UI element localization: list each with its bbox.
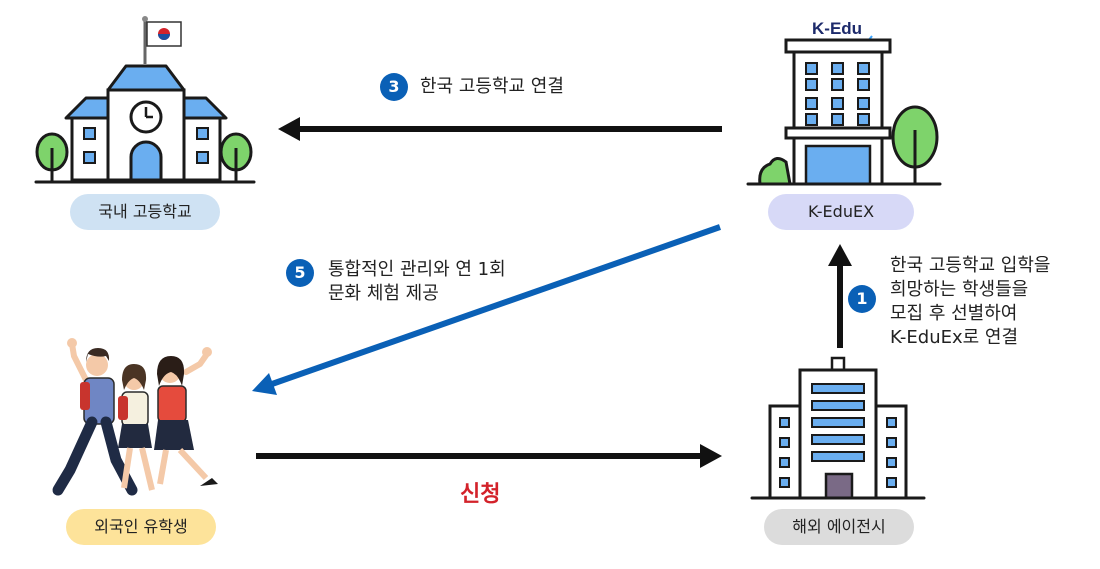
step-1-text: 한국 고등학교 입학을 희망하는 학생들을 모집 후 선별하여 K-EduEx로… xyxy=(890,254,1050,350)
kedu-logo-line1: K-Edu xyxy=(812,19,862,38)
agency-label: 해외 에이전시 xyxy=(764,509,914,545)
apply-label: 신청 xyxy=(460,482,501,507)
school-icon xyxy=(34,16,256,184)
agency-building-icon xyxy=(750,356,926,500)
step-1-line: K-EduEx로 연결 xyxy=(890,327,1019,348)
domestic-school-label: 국내 고등학교 xyxy=(70,194,220,230)
kedu-label: K-EduEX xyxy=(768,194,914,230)
step-5-text: 통합적인 관리와 연 1회 문화 체험 제공 xyxy=(328,258,506,306)
kedu-building-icon: K-Edu Ex xyxy=(746,17,942,186)
step-5-badge: 5 xyxy=(286,259,314,287)
students-icon xyxy=(52,338,218,496)
step-1-badge: 1 xyxy=(848,285,876,313)
step-3-text: 한국 고등학교 연결 xyxy=(420,76,564,97)
arrow-students-to-agency xyxy=(256,444,722,468)
step-3-badge: 3 xyxy=(380,73,408,101)
step-5-line: 문화 체험 제공 xyxy=(328,283,439,304)
arrow-agency-to-kedu xyxy=(828,244,852,348)
step-1-line: 한국 고등학교 입학을 xyxy=(890,255,1051,276)
step-5-line: 통합적인 관리와 연 1회 xyxy=(328,259,506,280)
arrow-kedu-to-school xyxy=(278,117,722,141)
arrow-kedu-to-students xyxy=(252,224,721,395)
students-label: 외국인 유학생 xyxy=(66,509,216,545)
step-1-line: 모집 후 선별하여 xyxy=(890,303,1018,324)
step-1-line: 희망하는 학생들을 xyxy=(890,279,1029,300)
